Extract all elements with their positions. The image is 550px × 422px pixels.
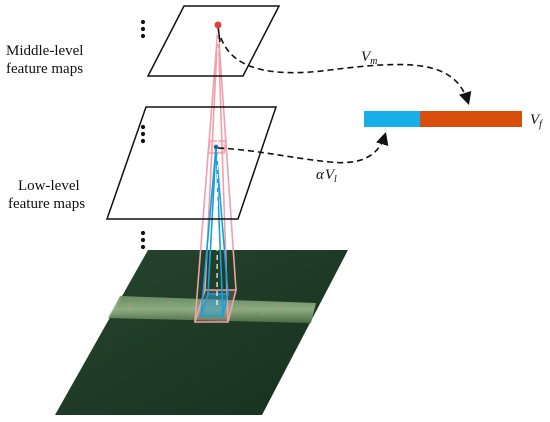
low-level-label-line1: Low-level — [18, 178, 80, 194]
low-level-label-line2: feature maps — [8, 196, 85, 212]
middle-level-feature-plane — [146, 5, 281, 77]
vertical-ellipsis-icon — [140, 230, 146, 250]
vl-arrow — [217, 131, 389, 164]
vm-label: Vm — [361, 49, 377, 67]
vl-label: αVl — [316, 167, 337, 185]
middle-level-label-line1: Middle-level — [6, 43, 83, 59]
vm-arrow — [220, 37, 472, 106]
middle-level-label-line2: feature maps — [6, 61, 83, 77]
middle-level-point — [214, 21, 222, 29]
low-level-feature-plane — [105, 106, 278, 220]
vector-blue-segment — [364, 111, 420, 127]
middle-point-stem — [217, 25, 221, 43]
vector-orange-segment — [420, 111, 522, 127]
image-texture-strip — [108, 296, 316, 323]
vertical-ellipsis-icon — [140, 124, 146, 144]
input-image — [55, 250, 348, 415]
fused-feature-vector — [364, 111, 522, 127]
low-level-point — [213, 144, 219, 150]
input-image-background — [55, 250, 348, 415]
vertical-ellipsis-icon — [140, 19, 146, 39]
vf-label: Vf — [530, 112, 543, 130]
